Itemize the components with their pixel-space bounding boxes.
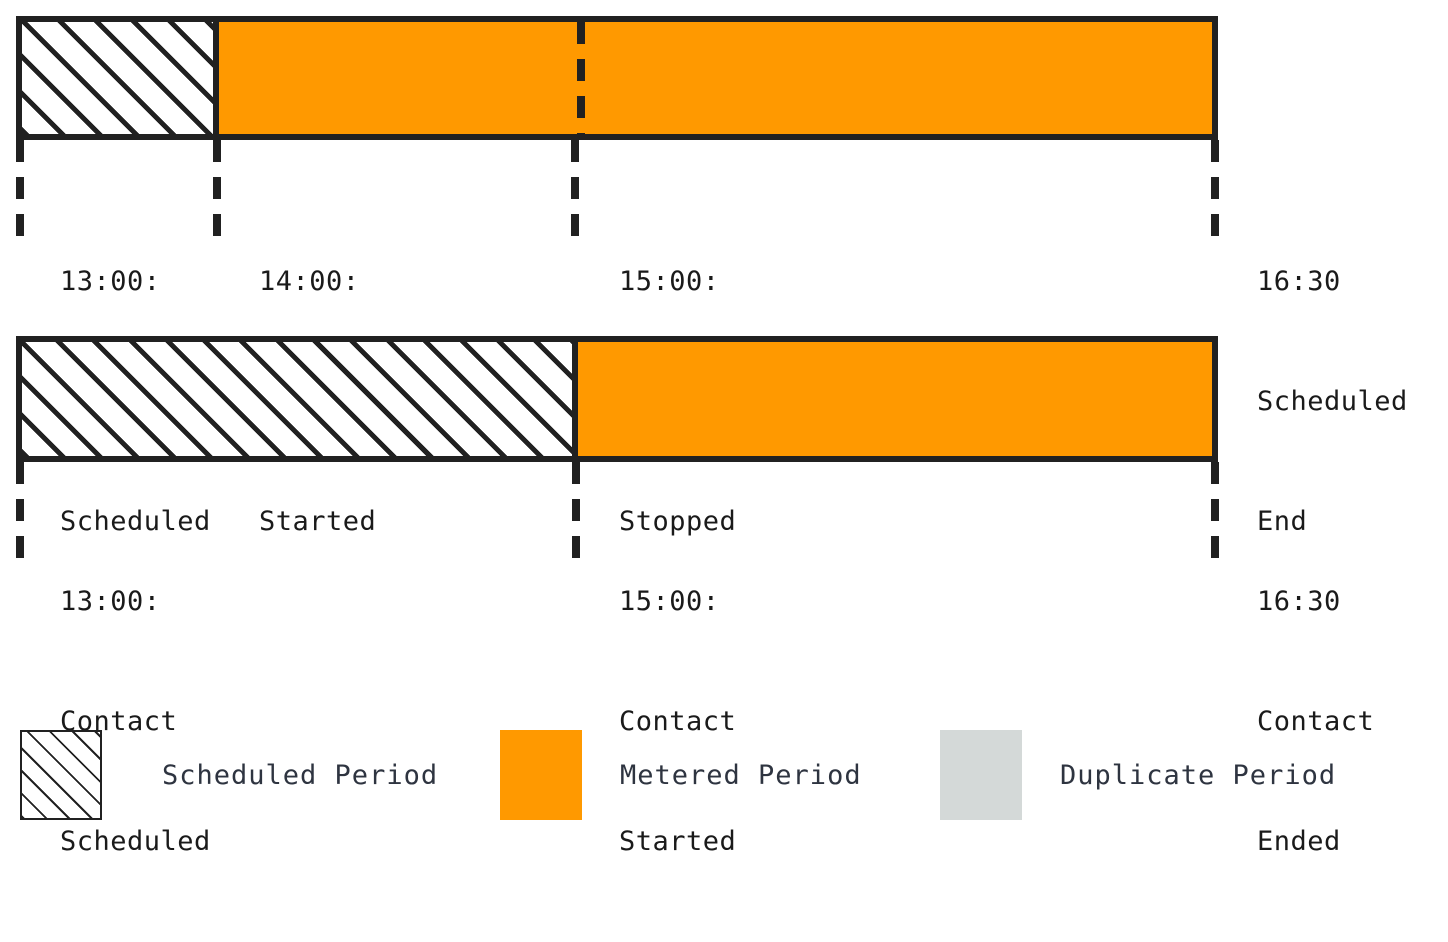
event-time: 16:30 <box>1257 266 1341 297</box>
event-time: 13:00: <box>60 266 161 297</box>
timeline-bar-row-2 <box>16 336 1218 462</box>
legend-label-duplicate: Duplicate Period <box>1060 759 1337 791</box>
legend-swatch-metered-icon <box>500 730 582 820</box>
tick-row-2-15-00 <box>572 462 580 572</box>
segment-metered-row-1-a <box>219 22 1212 134</box>
tick-row-1-15-00 <box>571 140 579 250</box>
legend-item-scheduled: Scheduled Period <box>20 730 438 820</box>
timeline-diagram: 13:00: Contact Scheduled 14:00: Contact … <box>16 16 1408 857</box>
event-time: 13:00: <box>60 586 161 617</box>
event-line3: Ended <box>1257 826 1341 857</box>
timeline-bar-row-1 <box>16 16 1218 140</box>
event-line2: Scheduled <box>1257 386 1408 417</box>
event-label-row-2-2: 16:30 Contact Ended <box>1257 502 1374 942</box>
legend-item-metered: Metered Period <box>500 730 862 820</box>
event-label-row-2-0: 13:00: Contact Scheduled <box>60 502 211 942</box>
event-line2: Contact <box>1257 706 1375 737</box>
tick-row-2-13-00 <box>16 462 24 572</box>
legend-swatch-duplicate-icon <box>940 730 1022 820</box>
event-line3: Scheduled <box>60 826 211 857</box>
event-line2: Contact <box>619 706 737 737</box>
event-line3: Scheduled <box>60 506 211 537</box>
event-time: 15:00: <box>619 586 720 617</box>
tick-row-1-16-30 <box>1211 140 1219 250</box>
event-label-row-2-1: 15:00: Contact Started <box>619 502 736 942</box>
legend-item-duplicate: Duplicate Period <box>940 730 1336 820</box>
segment-scheduled-row-1 <box>22 22 219 134</box>
legend-label-metered: Metered Period <box>620 759 862 791</box>
event-line3: Started <box>259 506 377 537</box>
event-time: 14:00: <box>259 266 360 297</box>
event-line3: Started <box>619 826 737 857</box>
segment-scheduled-row-2 <box>22 342 578 456</box>
segment-metered-row-2 <box>578 342 1212 456</box>
event-label-row-1-3: 16:30 Scheduled End <box>1257 182 1408 622</box>
event-time: 15:00: <box>619 266 720 297</box>
legend-swatch-scheduled-icon <box>20 730 102 820</box>
event-line3: Stopped <box>619 506 737 537</box>
tick-row-2-16-30 <box>1211 462 1219 572</box>
event-time: 16:30 <box>1257 586 1341 617</box>
legend-label-scheduled: Scheduled Period <box>162 759 439 791</box>
event-line3: End <box>1257 506 1308 537</box>
contact-stopped-divider-row-1 <box>577 22 585 134</box>
tick-row-1-14-00 <box>213 140 221 250</box>
tick-row-1-13-00 <box>16 140 24 250</box>
